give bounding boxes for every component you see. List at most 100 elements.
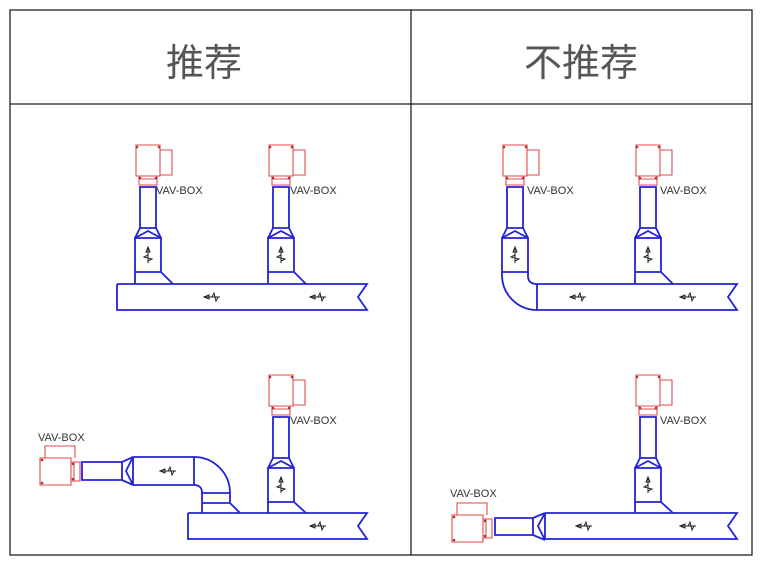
main-duct-body (187, 512, 369, 540)
vav-box-label: VAV-BOX (290, 185, 337, 197)
vav-box-controller (456, 502, 488, 515)
header-recommended: 推荐 (166, 41, 242, 85)
vav-box-label: VAV-BOX (450, 488, 497, 500)
vav-box-label: VAV-BOX (290, 415, 337, 427)
bolt-dot (290, 145, 294, 149)
vav-box-vertical (635, 374, 673, 416)
narrow-duct (139, 186, 157, 229)
table-grid (9, 9, 753, 556)
bolt-dot (638, 406, 642, 410)
airflow-arrow-up-icon (275, 245, 287, 263)
vav-box-body (635, 144, 661, 177)
bolt-dot (505, 176, 509, 180)
bolt-dot (138, 176, 142, 180)
vav-box-outlet (638, 175, 658, 186)
main-duct (187, 512, 369, 540)
bolt-dot (502, 145, 506, 149)
airflow-arrow-left-icon (308, 291, 326, 303)
side-branch (81, 456, 241, 514)
airflow-arrow-up-icon (275, 475, 287, 493)
bolt-dot (268, 145, 272, 149)
branch-duct (267, 186, 307, 285)
branch-duct (501, 186, 529, 273)
vav-box-outlet (271, 405, 291, 416)
main-duct-body (544, 512, 739, 540)
side-branch (494, 512, 546, 541)
vav-box-outlet (271, 175, 291, 186)
transition-fitting (267, 457, 295, 469)
narrow-duct (639, 186, 657, 229)
bolt-dot (654, 176, 658, 180)
bolt-dot (268, 375, 272, 379)
vav-box-body (451, 514, 484, 543)
bolt-dot (135, 145, 139, 149)
wide-duct-section (132, 456, 195, 486)
bolt-dot (524, 145, 528, 149)
header-not-recommended: 不推荐 (524, 41, 638, 85)
airflow-arrow-up-icon (642, 245, 654, 263)
bolt-dot (157, 145, 161, 149)
main-duct (116, 283, 369, 311)
takeoff-fitting (634, 271, 674, 285)
bolt-dot (271, 176, 275, 180)
vav-box-body (268, 144, 294, 177)
branch-duct (634, 416, 674, 514)
bolt-dot (154, 176, 158, 180)
bolt-dot (71, 462, 75, 466)
bolt-dot (483, 519, 487, 523)
vav-box-controller (293, 379, 306, 406)
vav-box-body (268, 374, 294, 407)
transition-fitting (634, 457, 662, 469)
elbow-fitting (193, 456, 241, 514)
airflow-arrow-left-icon (678, 520, 696, 532)
airflow-arrow-left-icon (158, 465, 176, 477)
takeoff-fitting (267, 271, 307, 285)
duct-drawings (39, 144, 739, 543)
airflow-arrow-left-icon (568, 291, 586, 303)
vav-box-controller (660, 379, 673, 406)
vav-box-controller (160, 149, 173, 176)
vav-box-body (39, 457, 72, 486)
transition-fitting (634, 227, 662, 239)
airflow-arrow-left-icon (308, 520, 326, 532)
elbow-curve (501, 272, 538, 311)
bolt-dot (290, 375, 294, 379)
bolt-dot (287, 176, 291, 180)
bolt-dot (40, 458, 44, 462)
bolt-dot (452, 515, 456, 519)
vav-box-label: VAV-BOX (660, 415, 707, 427)
transition-fitting (267, 227, 295, 239)
bolt-dot (287, 406, 291, 410)
main-duct (536, 283, 739, 311)
vav-box-vertical (635, 144, 673, 186)
narrow-duct (506, 186, 524, 229)
vav-box-outlet (638, 405, 658, 416)
bolt-dot (521, 176, 525, 180)
airflow-arrow-up-icon (142, 245, 154, 263)
airflow-arrow-up-icon (509, 245, 521, 263)
vav-box-body (502, 144, 528, 177)
vav-box-controller (527, 149, 540, 176)
bolt-dot (483, 534, 487, 538)
bolt-dot (657, 145, 661, 149)
vav-box-outlet (71, 461, 81, 482)
vav-box-outlet (505, 175, 525, 186)
bolt-dot (657, 375, 661, 379)
takeoff-fitting (267, 501, 307, 514)
branch-duct (634, 186, 674, 285)
bolt-dot (638, 176, 642, 180)
vav-box-label: VAV-BOX (527, 185, 574, 197)
vav-box-controller (660, 149, 673, 176)
elbow-fitting (501, 272, 538, 311)
bolt-dot (654, 406, 658, 410)
airflow-arrow-left-icon (202, 291, 220, 303)
transition-fitting (501, 227, 529, 239)
vav-box-horizontal (39, 445, 81, 486)
vav-box-vertical (502, 144, 540, 186)
main-duct-body (536, 283, 739, 311)
airflow-arrow-left-icon (574, 520, 592, 532)
main-duct-body (116, 283, 369, 311)
vav-box-body (635, 374, 661, 407)
bolt-dot (271, 406, 275, 410)
